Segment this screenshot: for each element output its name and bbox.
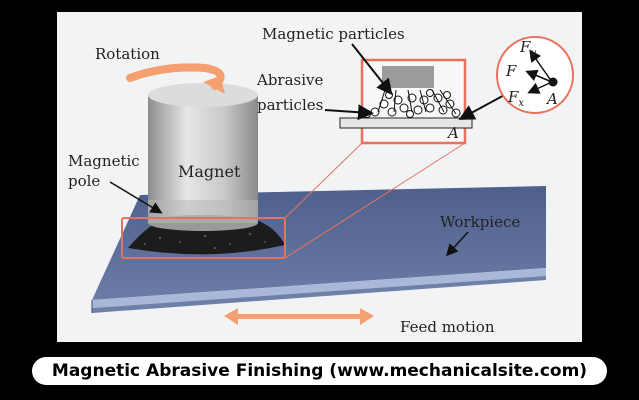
force-fx-sub: x: [518, 98, 525, 109]
force-fy-label: Fy: [520, 38, 536, 63]
workpiece-pointer: [445, 231, 469, 257]
force-fx-main: F: [508, 88, 519, 106]
abrasive-speckle: [144, 232, 266, 250]
magnetic-pole-label-line1: Magnetic: [68, 152, 140, 170]
force-fy-main: F: [520, 38, 531, 56]
magnet: [148, 83, 258, 231]
rotation-arrowhead: [203, 76, 225, 94]
feed-motion-arrow: [224, 308, 374, 325]
abrasive-label-line2: particles: [257, 96, 324, 114]
force-diagram: [496, 36, 574, 114]
point-a-pointer: [458, 91, 511, 120]
abrasive-label-line1: Abrasive: [257, 71, 324, 89]
caption-bar: Magnetic Abrasive Finishing (www.mechani…: [32, 357, 607, 385]
feed-motion-label: Feed motion: [400, 318, 495, 336]
force-fy-sub: y: [530, 48, 537, 59]
abrasive-particles-pointer: [324, 104, 374, 121]
force-f-label: F: [506, 62, 517, 80]
magnetic-particles-pointer: [351, 43, 393, 96]
zoom-connector-left: [284, 142, 363, 219]
force-point-a-label: A: [547, 90, 558, 108]
zoom-connector-right: [284, 142, 466, 259]
magnetic-pole-pointer: [109, 181, 163, 214]
force-fx-label: Fx: [508, 88, 524, 113]
particle-strands: [377, 89, 457, 115]
magnet-label: Magnet: [178, 162, 241, 181]
brush-highlight-box: [121, 217, 286, 259]
caption-text: Magnetic Abrasive Finishing (www.mechani…: [51, 361, 588, 381]
rotation-label: Rotation: [95, 45, 160, 63]
magnetic-particles-label: Magnetic particles: [262, 25, 405, 43]
workpiece-label: Workpiece: [440, 213, 521, 231]
magnetic-pole-label-line2: pole: [68, 172, 101, 190]
point-a-label: A: [448, 124, 459, 142]
